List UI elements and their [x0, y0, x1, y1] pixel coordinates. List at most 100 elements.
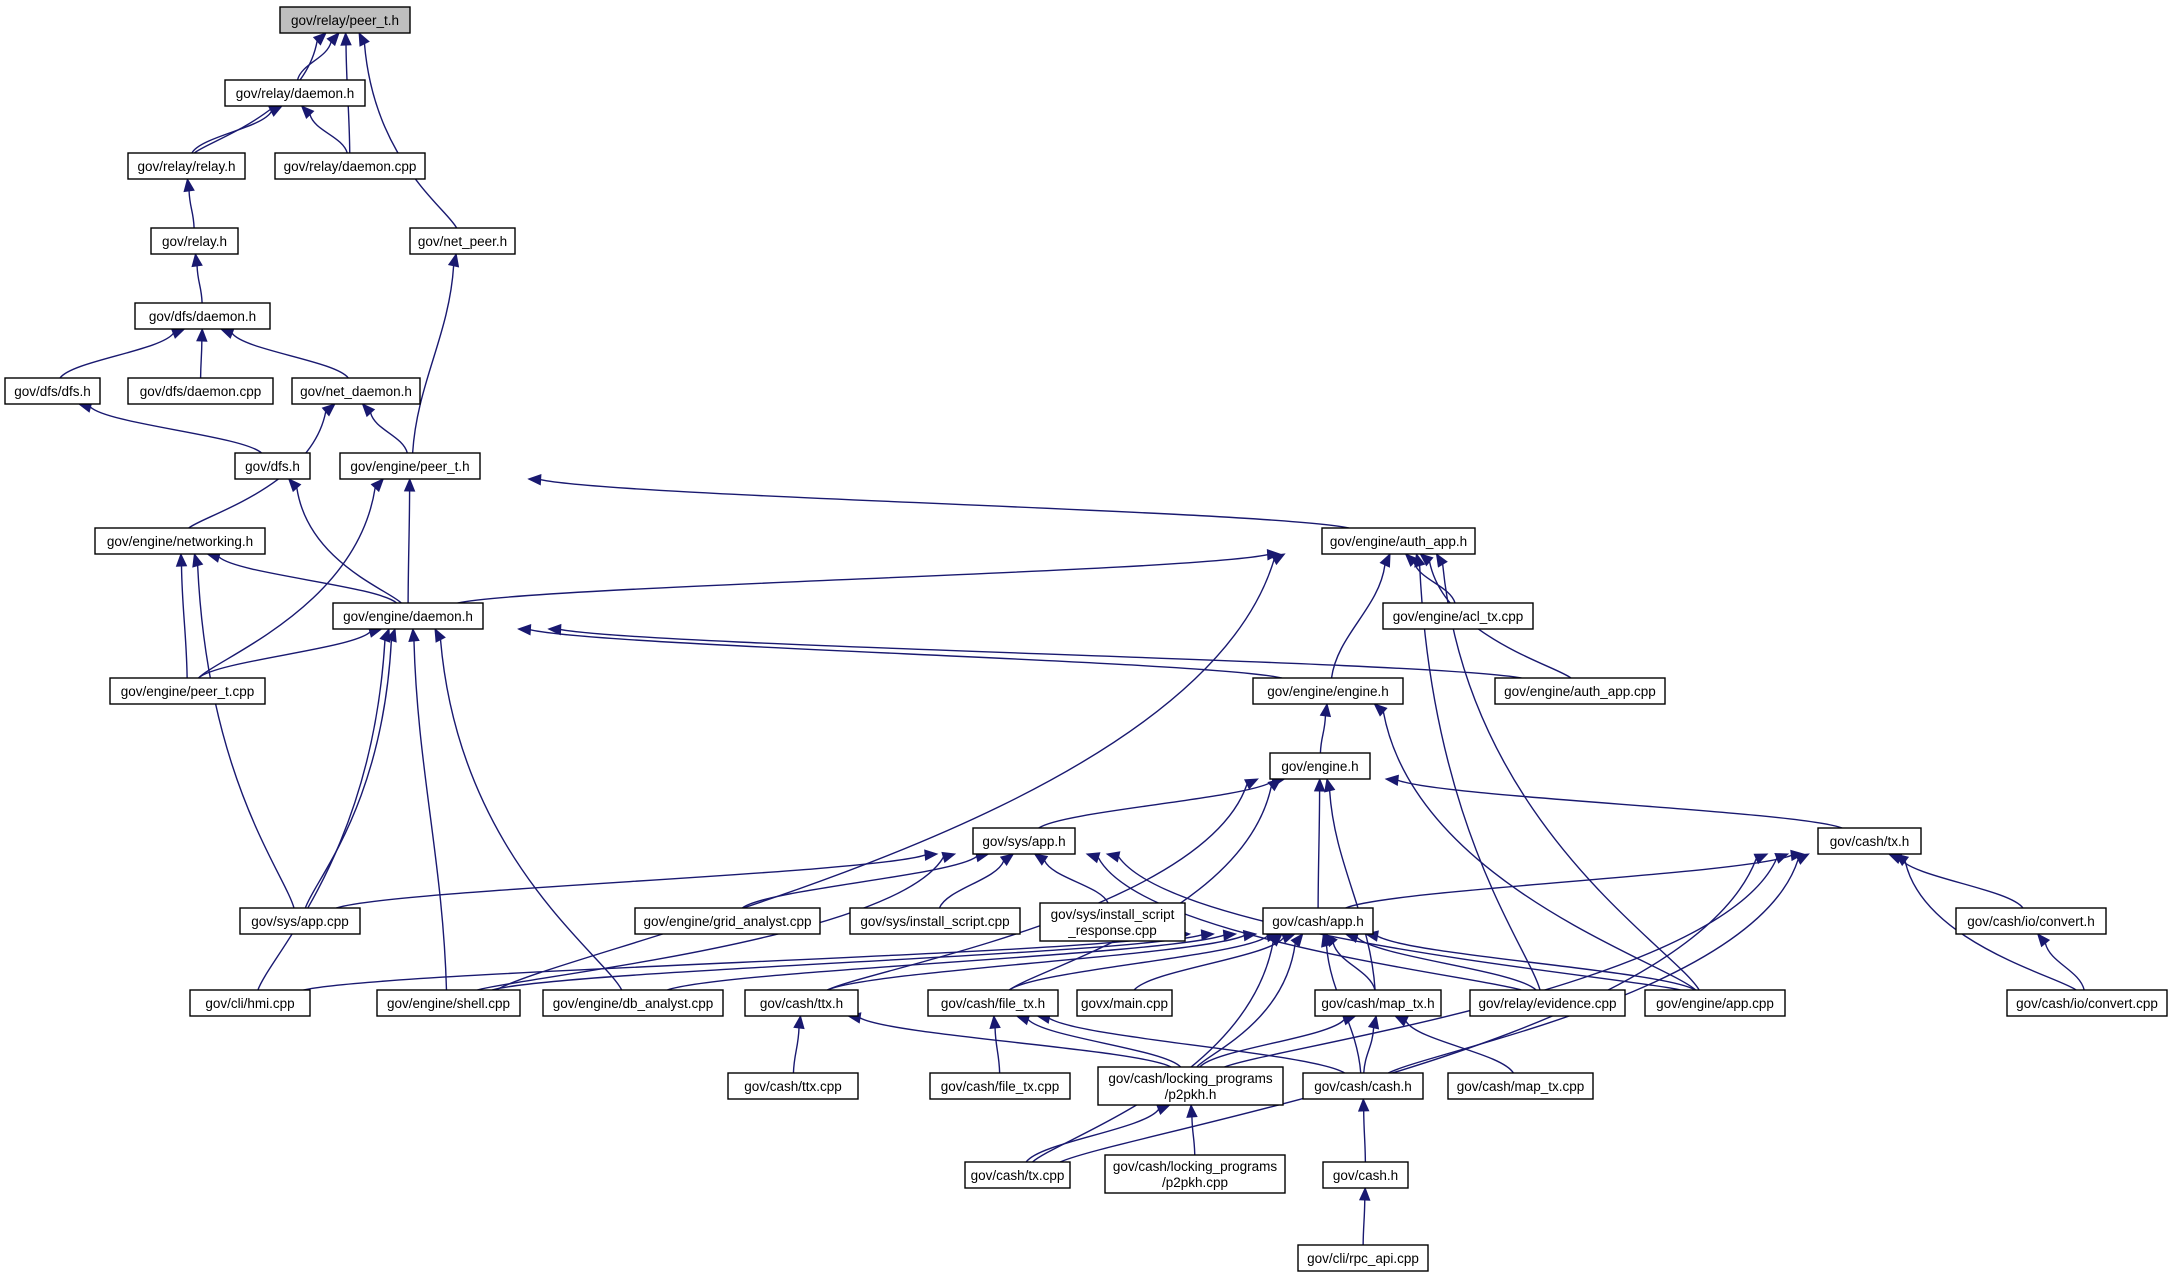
node-box [239, 907, 361, 935]
edge-line [827, 934, 1245, 991]
graph-node-n29[interactable]: gov/engine/shell.cpp [376, 989, 521, 1017]
graph-node-n19[interactable]: gov/engine.h [1269, 752, 1371, 780]
graph-node-n0[interactable]: gov/relay/peer_t.h [279, 6, 411, 34]
graph-node-n13[interactable]: gov/engine/auth_app.h [1321, 527, 1476, 555]
node-label: gov/relay/daemon.h [236, 86, 355, 101]
edge-n14-n30 [434, 627, 623, 991]
node-label: gov/dfs.h [245, 459, 300, 474]
graph-node-n10[interactable]: gov/dfs.h [234, 452, 311, 480]
graph-node-n12[interactable]: gov/engine/networking.h [94, 527, 266, 555]
node-box [744, 989, 859, 1017]
graph-node-n21[interactable]: gov/cash/tx.h [1817, 827, 1922, 855]
graph-node-n41[interactable]: gov/cash/cash.h [1302, 1072, 1424, 1100]
edge-n0-n1 [296, 32, 340, 81]
edge-line [1441, 564, 1700, 991]
edge-n13-n29 [495, 553, 1286, 991]
edge-n26-n43 [1032, 933, 1283, 1163]
graph-node-n5[interactable]: gov/net_peer.h [409, 227, 516, 255]
graph-node-n30[interactable]: gov/engine/db_analyst.cpp [542, 989, 724, 1017]
graph-node-n15[interactable]: gov/engine/acl_tx.cpp [1382, 602, 1534, 630]
edge-arrowhead [358, 31, 370, 47]
edge-n7-n10 [77, 401, 262, 454]
node-box [1269, 752, 1371, 780]
graph-node-n4[interactable]: gov/relay.h [150, 227, 239, 255]
edge-n32-n41 [1036, 1012, 1345, 1074]
node-box [1469, 989, 1626, 1017]
graph-node-n3[interactable]: gov/relay/daemon.cpp [274, 152, 426, 180]
graph-node-n9[interactable]: gov/net_daemon.h [291, 377, 421, 405]
node-box [279, 6, 411, 34]
edge-arrowhead [1435, 552, 1448, 568]
edge-n19-n34 [1324, 777, 1376, 991]
edge-arrowhead [1379, 552, 1391, 568]
graph-node-n2[interactable]: gov/relay/relay.h [127, 152, 246, 180]
graph-node-n45[interactable]: gov/cash.h [1322, 1161, 1409, 1189]
edge-n6-n9 [219, 328, 349, 379]
node-label: gov/net_daemon.h [300, 384, 412, 399]
edge-line [1319, 715, 1327, 754]
graph-node-n24[interactable]: gov/sys/install_script.cpp [849, 907, 1021, 935]
node-label: gov/cash/io/convert.cpp [2016, 996, 2158, 1011]
graph-node-n33[interactable]: govx/main.cpp [1076, 989, 1173, 1017]
node-label: /p2pkh.h [1165, 1087, 1217, 1102]
edge-arrowhead [1085, 852, 1101, 864]
edge-n10-n14 [287, 478, 402, 604]
graph-node-n23[interactable]: gov/engine/grid_analyst.cpp [634, 907, 821, 935]
graph-node-n8[interactable]: gov/dfs/daemon.cpp [127, 377, 274, 405]
graph-node-n14[interactable]: gov/engine/daemon.h [332, 602, 484, 630]
graph-node-n20[interactable]: gov/sys/app.h [972, 827, 1076, 855]
graph-node-n7[interactable]: gov/dfs/dfs.h [4, 377, 101, 405]
node-label: gov/engine/peer_t.h [350, 459, 469, 474]
graph-node-n36[interactable]: gov/engine/app.cpp [1644, 989, 1786, 1017]
node-box [409, 227, 516, 255]
edge-line [792, 1027, 800, 1074]
graph-node-n38[interactable]: gov/cash/ttx.cpp [727, 1072, 859, 1100]
edge-arrowhead [192, 552, 204, 568]
graph-node-n43[interactable]: gov/cash/tx.cpp [964, 1161, 1071, 1189]
edge-arrowhead [1319, 702, 1332, 718]
graph-node-n11[interactable]: gov/engine/peer_t.h [339, 452, 481, 480]
edge-arrowhead [924, 849, 939, 861]
node-box [4, 377, 101, 405]
graph-node-n31[interactable]: gov/cash/ttx.h [744, 989, 859, 1017]
node-label: gov/dfs/daemon.cpp [140, 384, 262, 399]
edge-arrowhead [1313, 777, 1326, 792]
graph-node-n32[interactable]: gov/cash/file_tx.h [927, 989, 1059, 1017]
graph-node-n18[interactable]: gov/engine/auth_app.cpp [1494, 677, 1666, 705]
graph-node-n16[interactable]: gov/engine/peer_t.cpp [109, 677, 266, 705]
edge-line [413, 640, 448, 991]
graph-node-n46[interactable]: gov/cli/rpc_api.cpp [1297, 1244, 1429, 1272]
edge-line [439, 639, 623, 991]
graph-node-n42[interactable]: gov/cash/map_tx.cpp [1447, 1072, 1594, 1100]
graph-node-n17[interactable]: gov/engine/engine.h [1252, 677, 1404, 705]
graph-node-n26[interactable]: gov/cash/app.h [1262, 907, 1374, 935]
edge-line [1118, 856, 1681, 991]
edge-n34-n41 [1363, 1014, 1380, 1074]
graph-node-n44[interactable]: gov/cash/locking_programs/p2pkh.cpp [1104, 1154, 1286, 1194]
edge-arrowhead [1244, 778, 1259, 790]
node-box [1262, 907, 1374, 935]
graph-node-n28[interactable]: gov/cli/hmi.cpp [189, 989, 311, 1017]
graph-node-n27[interactable]: gov/cash/io/convert.h [1955, 907, 2107, 935]
edge-n19-n21 [1384, 774, 1843, 829]
graph-node-n40[interactable]: gov/cash/locking_programs/p2pkh.h [1097, 1066, 1284, 1106]
graph-node-n6[interactable]: gov/dfs/daemon.h [134, 302, 271, 330]
graph-node-n37[interactable]: gov/cash/io/convert.cpp [2006, 989, 2168, 1017]
edge-n40-n44 [1186, 1103, 1198, 1156]
edge-line [198, 631, 371, 679]
node-box [274, 152, 426, 180]
edge-arrowhead [1357, 1097, 1370, 1112]
edge-line [1008, 786, 1272, 991]
node-box [1447, 1072, 1594, 1100]
node-label: gov/engine/app.cpp [1656, 996, 1774, 1011]
graph-node-n25[interactable]: gov/sys/install_script_response.cpp [1039, 902, 1186, 942]
graph-node-n22[interactable]: gov/sys/app.cpp [239, 907, 361, 935]
graph-node-n35[interactable]: gov/relay/evidence.cpp [1469, 989, 1626, 1017]
edge-line [540, 479, 1350, 529]
node-label: govx/main.cpp [1081, 996, 1168, 1011]
graph-node-n34[interactable]: gov/cash/map_tx.h [1314, 989, 1442, 1017]
graph-node-n39[interactable]: gov/cash/file_tx.cpp [929, 1072, 1071, 1100]
graph-node-n1[interactable]: gov/relay/daemon.h [224, 79, 366, 107]
edge-arrowhead [1324, 777, 1336, 793]
